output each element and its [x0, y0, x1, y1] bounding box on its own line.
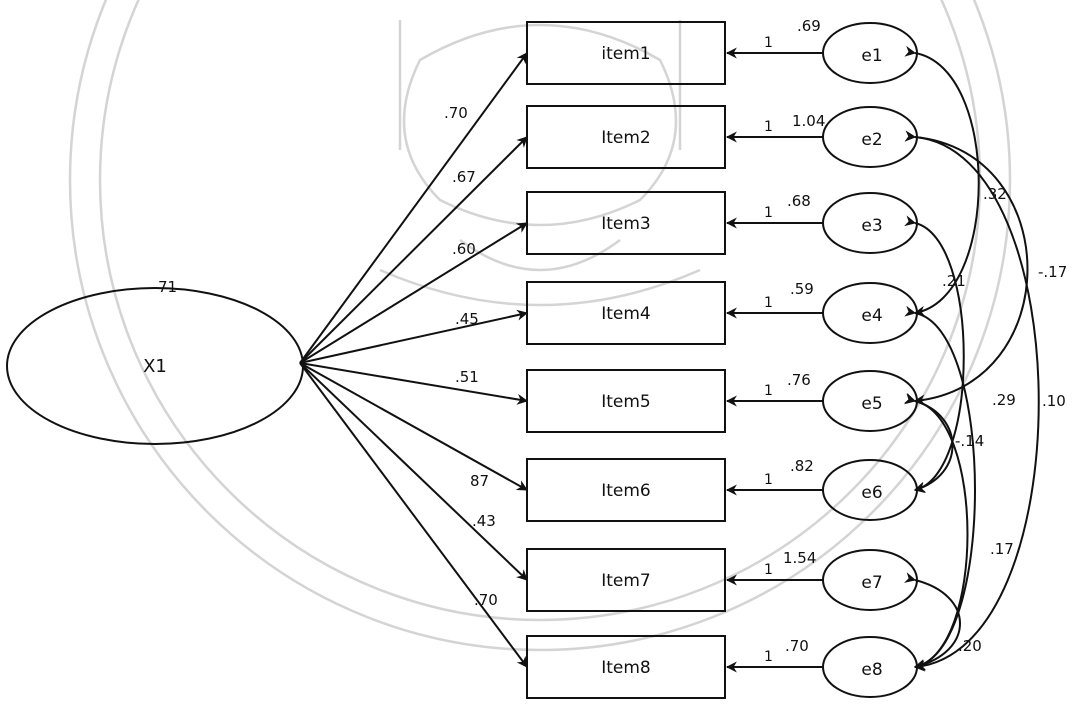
- error-label-7: e7: [861, 573, 882, 593]
- fixed-path-8: 1: [764, 649, 773, 665]
- error-label-6: e6: [861, 483, 882, 503]
- loading-value-6: 87: [470, 472, 489, 490]
- error-variance-8: .70: [785, 637, 809, 655]
- error-label-5: e5: [861, 394, 882, 414]
- loading-arrow-4: [299, 309, 529, 364]
- error-ellipse-4: [822, 282, 918, 344]
- loading-arrow-8: [299, 362, 528, 668]
- fixed-path-2: 1: [764, 119, 773, 135]
- watermark-seal: [68, 0, 1012, 652]
- loading-value-5: .51: [455, 368, 479, 386]
- item-label-4: Item4: [601, 304, 651, 324]
- covariance-value-e5-e8: .17: [990, 540, 1014, 558]
- fixed-path-6: 1: [764, 472, 773, 488]
- item-label-7: Item7: [601, 571, 651, 591]
- loading-arrow-7: [299, 362, 528, 581]
- error-variance-2: 1.04: [792, 112, 825, 130]
- item-label-8: Item8: [601, 658, 651, 678]
- covariance-value-e4-e8: .29: [992, 391, 1016, 409]
- covariance-value-e5-e6: -.14: [955, 432, 984, 450]
- loading-value-3: .60: [452, 240, 476, 258]
- fixed-path-3: 1: [764, 205, 773, 221]
- fixed-path-4: 1: [764, 295, 773, 311]
- covariance-value-e1-e4: .32: [983, 185, 1007, 203]
- latent-x1-variance: 71: [158, 278, 177, 296]
- item-box-3: [526, 191, 726, 255]
- item-label-2: Item2: [601, 128, 651, 148]
- latent-x1-node: [6, 287, 304, 445]
- latent-x1-label: X1: [143, 356, 167, 377]
- error-ellipse-8: [822, 636, 918, 698]
- item-label-5: Item5: [601, 392, 651, 412]
- error-variance-1: .69: [797, 17, 821, 35]
- error-ellipse-3: [822, 192, 918, 254]
- loading-arrow-2: [299, 136, 528, 364]
- covariance-arc-e7-e8: [904, 572, 961, 670]
- loading-arrow-3: [299, 222, 528, 364]
- error-ellipse-1: [822, 22, 918, 84]
- item-label-6: Item6: [601, 481, 651, 501]
- error-ellipse-5: [822, 370, 918, 432]
- item-box-7: [526, 548, 726, 612]
- error-label-4: e4: [861, 306, 882, 326]
- loading-value-8: .70: [474, 591, 498, 609]
- item-label-1: item1: [601, 44, 650, 64]
- loading-arrow-5: [299, 362, 529, 405]
- loading-value-2: .67: [452, 168, 476, 186]
- loading-value-7: .43: [472, 512, 496, 530]
- covariance-arc-e2-e8: [904, 130, 1040, 672]
- item-box-6: [526, 458, 726, 522]
- error-label-8: e8: [861, 660, 882, 680]
- error-label-1: e1: [861, 46, 882, 66]
- covariance-value-e2-e8: .10: [1042, 392, 1066, 410]
- error-variance-7: 1.54: [783, 549, 816, 567]
- error-variance-4: .59: [790, 280, 814, 298]
- covariance-value-e7-e8: .20: [958, 637, 982, 655]
- error-label-2: e2: [861, 130, 882, 150]
- loading-value-4: .45: [455, 310, 479, 328]
- item-box-5: [526, 369, 726, 433]
- fixed-path-5: 1: [764, 383, 773, 399]
- covariance-value-e3-e6: .21: [942, 272, 966, 290]
- edges-layer: [299, 45, 1040, 673]
- error-ellipse-2: [822, 106, 918, 168]
- item-box-1: [526, 21, 726, 85]
- loading-arrow-6: [299, 362, 528, 491]
- error-ellipse-7: [822, 549, 918, 611]
- item-box-4: [526, 281, 726, 345]
- error-label-3: e3: [861, 216, 882, 236]
- error-variance-3: .68: [787, 192, 811, 210]
- covariance-arc-e1-e4: [904, 45, 980, 317]
- item-box-2: [526, 105, 726, 169]
- fixed-path-1: 1: [764, 35, 773, 51]
- covariance-value-e2-e5: -.17: [1038, 263, 1067, 281]
- covariance-arc-e4-e8: [904, 305, 976, 671]
- loading-value-1: .70: [444, 104, 468, 122]
- loading-arrow-1: [299, 52, 528, 364]
- error-variance-6: .82: [790, 457, 814, 475]
- covariance-arc-e2-e5: [904, 130, 1029, 406]
- covariance-arc-e5-e8: [904, 393, 969, 671]
- fixed-path-7: 1: [764, 562, 773, 578]
- error-ellipse-6: [822, 459, 918, 521]
- item-label-3: Item3: [601, 214, 651, 234]
- error-variance-5: .76: [787, 371, 811, 389]
- item-box-8: [526, 635, 726, 699]
- covariance-arc-e3-e6: [904, 215, 965, 494]
